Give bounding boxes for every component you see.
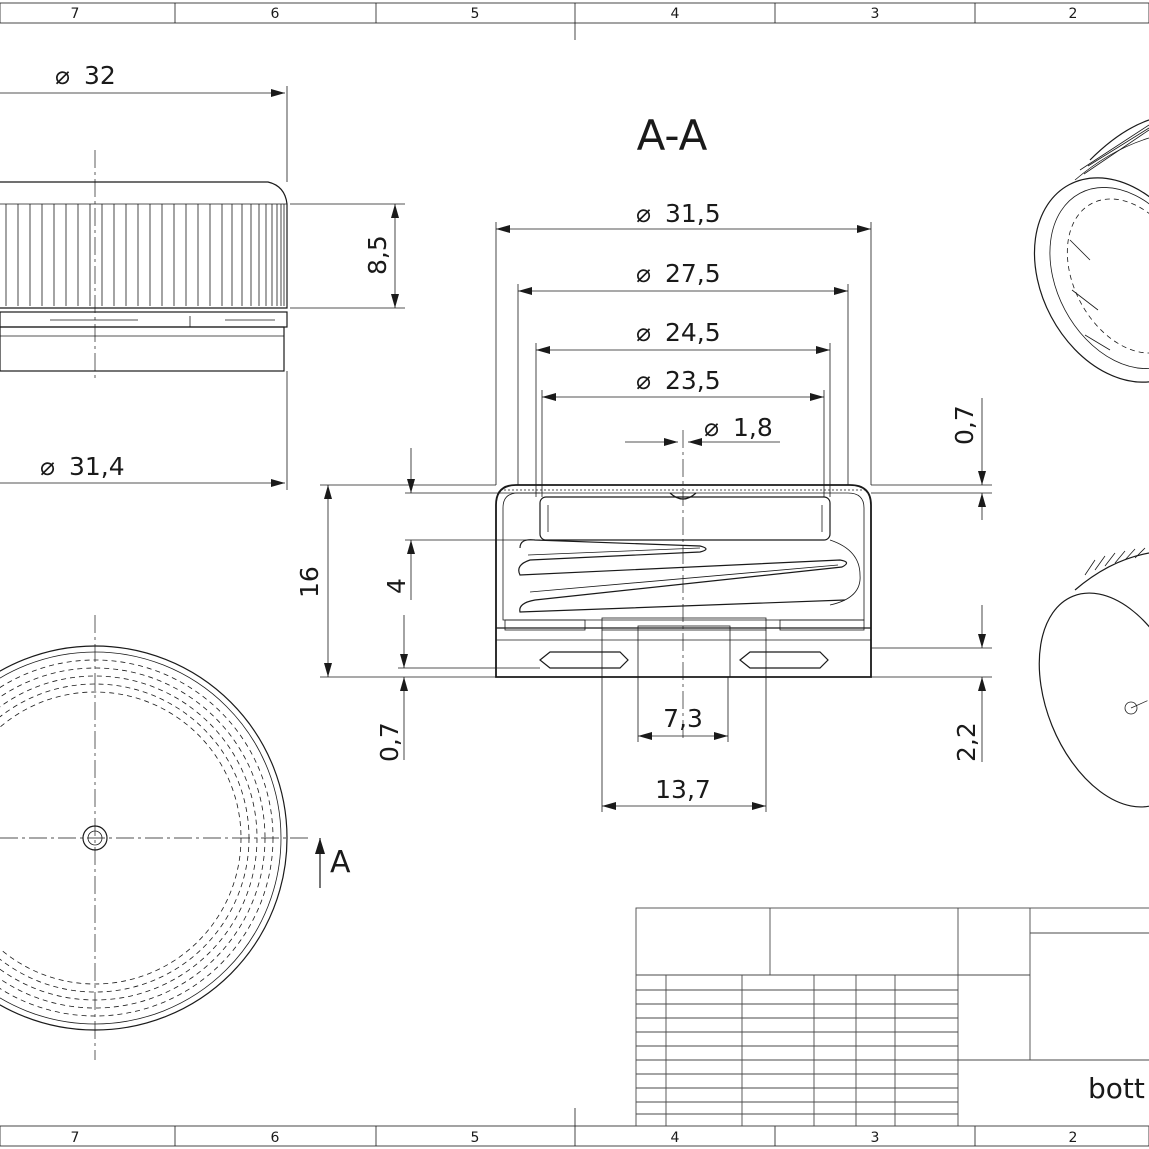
- dim-label-8-5: 8,5: [363, 235, 392, 275]
- dim-width-large: 13,7: [601, 630, 767, 812]
- zone-label: 5: [471, 6, 480, 22]
- dim-label-23-5: 23,5: [665, 366, 721, 395]
- isometric-view-top: [1033, 119, 1149, 383]
- dim-label-2-2: 2,2: [952, 722, 981, 762]
- zone-label: 5: [471, 1130, 480, 1146]
- dim-bottom-right: 2,2: [871, 605, 992, 762]
- dim-top-thickness: 0,7: [871, 398, 992, 520]
- dim-total-height: 16: [295, 484, 496, 678]
- section-view: [495, 430, 872, 740]
- dim-diameter-2: ⌀ 27,5: [517, 259, 849, 485]
- dim-bottom-left: 0,7: [375, 615, 540, 762]
- dim-label-16: 16: [295, 566, 324, 598]
- title-block-name: bott: [1088, 1072, 1145, 1105]
- section-mark: A: [315, 838, 351, 888]
- zone-label: 2: [1069, 6, 1078, 22]
- diameter-symbol: ⌀: [40, 452, 55, 481]
- dim-hole-diameter: ⌀ 1,8: [625, 413, 780, 446]
- dim-diameter-4: ⌀ 23,5: [541, 366, 825, 497]
- dim-label-0-7-bottom: 0,7: [375, 722, 404, 762]
- diameter-symbol: ⌀: [636, 318, 651, 347]
- dim-label-13-7: 13,7: [655, 775, 711, 804]
- dim-label-7-3: 7,3: [663, 704, 703, 733]
- dim-top-diameter: ⌀ 32: [0, 61, 288, 182]
- zone-labels-top: 7 6 5 4 3 2: [71, 6, 1078, 22]
- dim-label-31-4: 31,4: [69, 452, 125, 481]
- zone-label: 4: [671, 6, 680, 22]
- side-view: [0, 150, 288, 380]
- section-title: A-A: [637, 111, 708, 160]
- zone-label: 3: [871, 6, 880, 22]
- dim-diameter-3: ⌀ 24,5: [535, 318, 831, 497]
- dim-label-32: 32: [84, 61, 116, 90]
- dim-label-1-8: 1,8: [733, 413, 773, 442]
- diameter-symbol: ⌀: [636, 199, 651, 228]
- zone-label: 4: [671, 1130, 680, 1146]
- zone-label: 3: [871, 1130, 880, 1146]
- zone-label: 6: [271, 6, 280, 22]
- dim-width-small: 7,3: [637, 677, 729, 742]
- diameter-symbol: ⌀: [636, 366, 651, 395]
- zone-label: 6: [271, 1130, 280, 1146]
- diameter-symbol: ⌀: [704, 413, 719, 442]
- dim-side-diameter: ⌀ 31,4: [0, 371, 288, 490]
- diameter-symbol: ⌀: [55, 61, 70, 90]
- dim-label-31-5: 31,5: [665, 199, 721, 228]
- dim-label-4: 4: [382, 578, 411, 594]
- diameter-symbol: ⌀: [636, 259, 651, 288]
- dim-outer-diameter: ⌀ 31,5: [495, 199, 872, 485]
- dim-label-27-5: 27,5: [665, 259, 721, 288]
- title-block: bott: [635, 907, 1149, 1127]
- dim-label-24-5: 24,5: [665, 318, 721, 347]
- isometric-view-bottom: [1038, 547, 1149, 808]
- zone-label: 2: [1069, 1130, 1078, 1146]
- zone-label: 7: [71, 6, 80, 22]
- zone-labels-bottom: 7 6 5 4 3 2: [71, 1130, 1078, 1146]
- dim-label-0-7-top: 0,7: [950, 405, 979, 445]
- section-mark-label: A: [330, 845, 351, 880]
- dim-thread-height: 4: [382, 448, 540, 600]
- dim-side-height: 8,5: [290, 203, 405, 309]
- zone-label: 7: [71, 1130, 80, 1146]
- bottom-view: [0, 615, 310, 1060]
